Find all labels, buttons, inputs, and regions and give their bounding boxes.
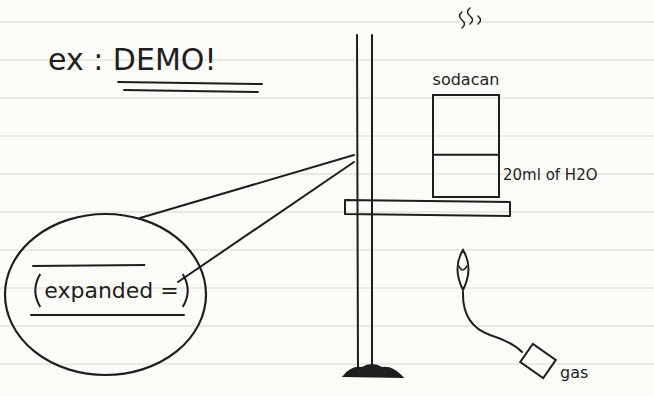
magnifier-circle: expanded = <box>3 212 208 377</box>
stand-base <box>344 365 402 377</box>
ruled-lines <box>0 22 654 364</box>
parentheses <box>35 274 187 307</box>
annotation-label: 20ml of H2O <box>503 166 598 184</box>
magnifier-ellipse <box>5 214 206 375</box>
water-line <box>433 154 499 156</box>
canister-box <box>520 344 556 378</box>
node-outline <box>425 70 507 198</box>
steam <box>460 8 481 28</box>
magnifier-leader <box>140 155 354 282</box>
title-underline <box>118 82 262 92</box>
node-label: sodacan <box>433 70 500 89</box>
stand-pole <box>357 35 372 372</box>
can-body <box>433 95 499 197</box>
inner-lines <box>30 265 184 315</box>
burner-flame <box>458 250 469 290</box>
node-label: gas <box>560 363 588 382</box>
soda-can: sodacan <box>425 70 507 198</box>
title-text: ex : DEMO! <box>48 42 216 77</box>
gas-canister: gas <box>512 336 622 388</box>
ring-platform <box>345 200 510 216</box>
flame-core <box>459 266 467 270</box>
node-label: expanded = <box>44 278 178 303</box>
gas-hose <box>463 292 522 352</box>
